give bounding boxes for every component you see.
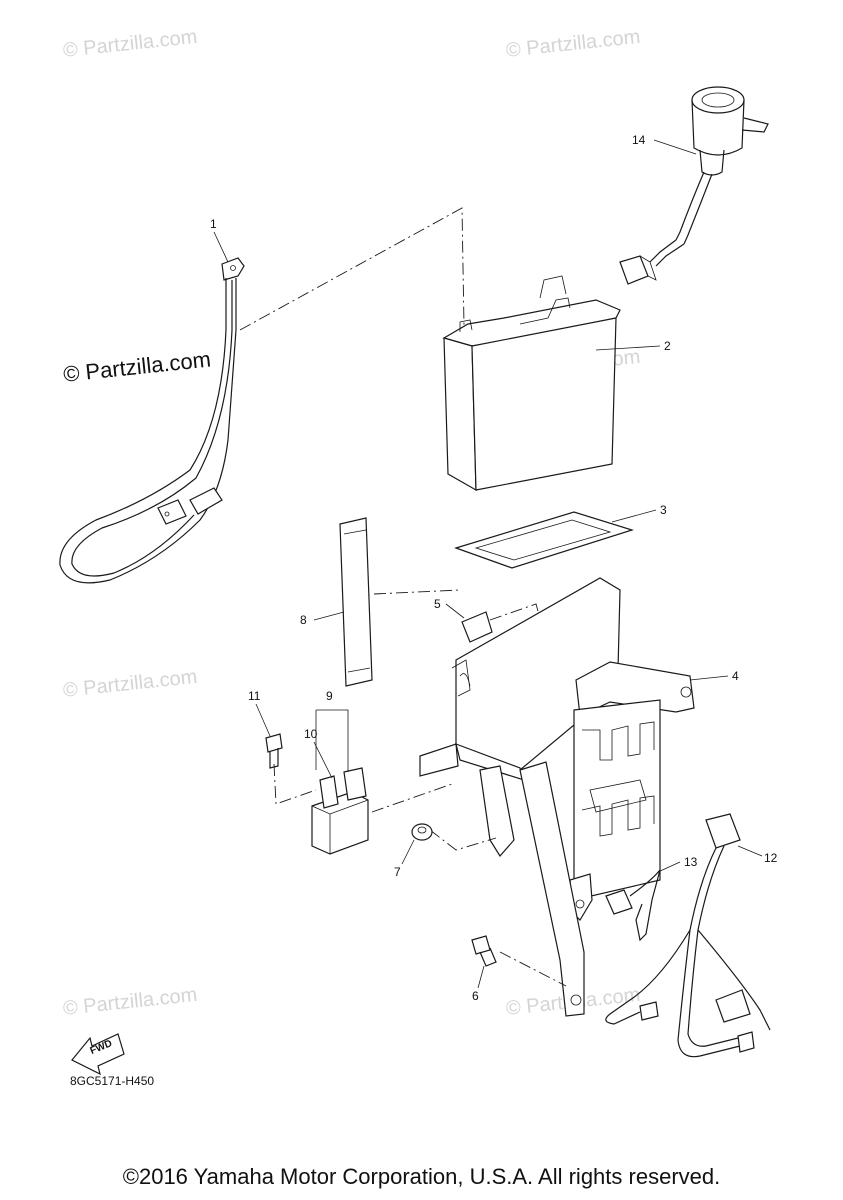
part-6-bolt[interactable] <box>471 935 497 967</box>
callout-3: 3 <box>660 503 667 517</box>
part-8-battery-band[interactable] <box>339 517 373 687</box>
callout-10: 10 <box>304 727 318 741</box>
leader-1 <box>213 231 229 263</box>
callout-14: 14 <box>632 133 646 147</box>
leader-line <box>429 829 497 851</box>
part-2-battery[interactable] <box>442 275 621 492</box>
callout-13: 13 <box>684 855 698 869</box>
callout-6: 6 <box>472 989 479 1003</box>
part-14-socket[interactable] <box>619 86 769 285</box>
leader-4 <box>689 675 729 681</box>
diagram-code: 8GC5171-H450 <box>70 1074 155 1088</box>
part-5-pad[interactable] <box>461 611 493 643</box>
bracket-9 <box>316 709 349 772</box>
part-13-cable-tie[interactable] <box>605 869 661 942</box>
leader-line <box>371 783 453 813</box>
leader-14 <box>653 139 697 155</box>
callout-5: 5 <box>434 597 441 611</box>
leader-13 <box>657 861 681 873</box>
callout-8: 8 <box>300 613 307 627</box>
part-11-bolt[interactable] <box>265 733 283 769</box>
part-9-starter-relay[interactable] <box>311 767 369 855</box>
callout-12: 12 <box>764 851 778 865</box>
leader-7 <box>401 839 415 865</box>
part-12-wire-harness[interactable] <box>605 813 771 1058</box>
leader-line <box>273 763 317 805</box>
callout-11: 11 <box>248 689 261 703</box>
leader-12 <box>737 845 763 857</box>
callout-1: 1 <box>210 217 217 231</box>
part-4-battery-box[interactable] <box>419 577 695 1017</box>
fwd-arrow-icon <box>71 1033 125 1076</box>
part-7-nut[interactable] <box>411 823 433 841</box>
leader-5 <box>445 603 465 619</box>
leader-10 <box>313 741 333 779</box>
leader-6 <box>477 965 485 989</box>
leader-2 <box>595 345 661 351</box>
leader-11 <box>255 703 271 737</box>
part-1-lead-wire[interactable] <box>59 257 245 584</box>
callout-7: 7 <box>394 865 401 879</box>
callout-4: 4 <box>732 669 739 683</box>
callout-9: 9 <box>326 689 333 703</box>
callout-2: 2 <box>664 339 671 353</box>
leader-3 <box>611 509 657 523</box>
part-3-battery-pad[interactable] <box>454 511 635 569</box>
copyright-notice: ©2016 Yamaha Motor Corporation, U.S.A. A… <box>122 1164 721 1189</box>
leader-line <box>239 207 465 331</box>
leader-8 <box>313 611 345 621</box>
leader-line <box>499 951 567 987</box>
leader-line <box>373 589 461 595</box>
